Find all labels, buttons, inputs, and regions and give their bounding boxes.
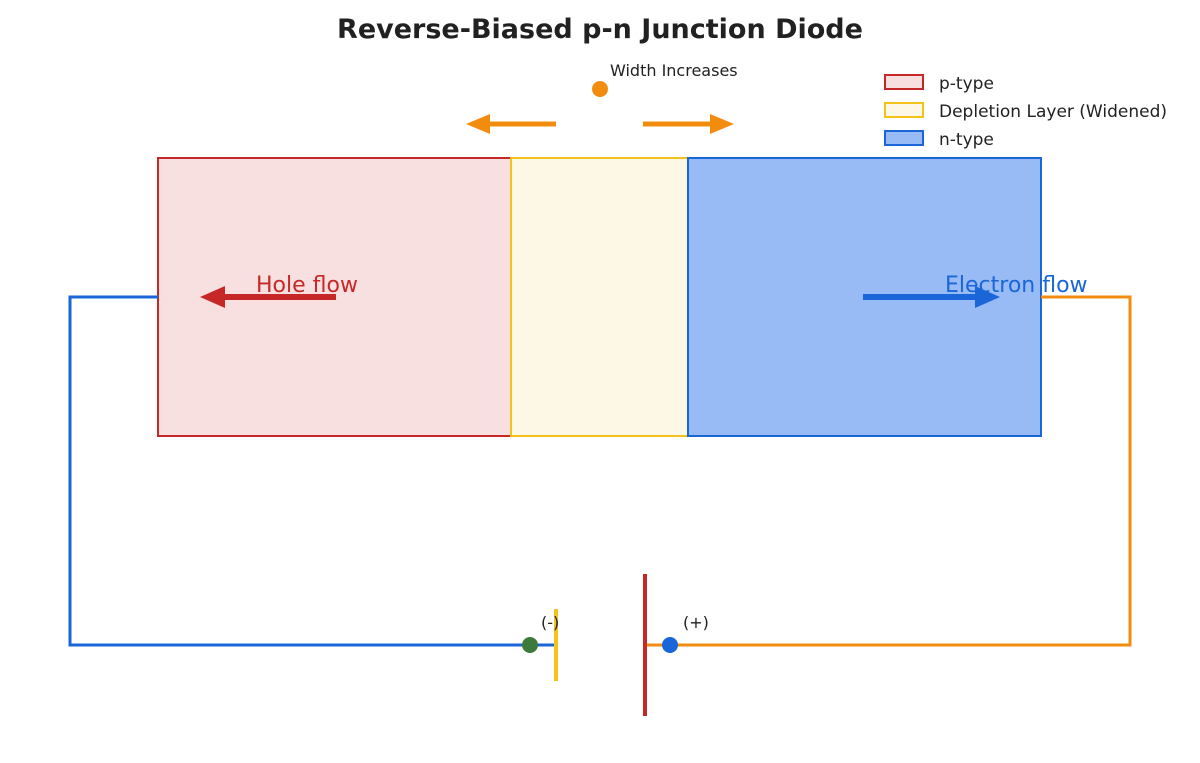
positive-terminal-dot <box>662 637 678 653</box>
legend-swatch-depletion <box>884 102 924 118</box>
legend-label-depletion: Depletion Layer (Widened) <box>939 102 1167 122</box>
electron-flow-arrow <box>863 286 1000 308</box>
depletion-layer <box>510 157 689 437</box>
legend-swatch-p-type <box>884 74 924 90</box>
battery-negative-label: (-) <box>541 613 559 632</box>
diagram-title: Reverse-Biased p-n Junction Diode <box>337 14 863 45</box>
left-wire <box>68 295 530 647</box>
battery-positive-label: (+) <box>683 613 709 632</box>
width-arrow-right <box>643 114 734 134</box>
width-increases-label: Width Increases <box>610 61 738 80</box>
right-wire <box>670 295 1132 647</box>
legend-swatch-n-type <box>884 130 924 146</box>
legend: p-type Depletion Layer (Widened) n-type <box>884 74 1167 150</box>
hole-flow-arrow <box>200 286 336 308</box>
width-indicator-dot <box>592 81 608 97</box>
electron-flow-label: Electron flow <box>945 273 1088 298</box>
legend-label-p-type: p-type <box>939 74 994 94</box>
legend-label-n-type: n-type <box>939 130 994 150</box>
hole-flow-label: Hole flow <box>256 273 358 298</box>
negative-terminal-dot <box>522 637 538 653</box>
width-arrow-left <box>466 114 556 134</box>
